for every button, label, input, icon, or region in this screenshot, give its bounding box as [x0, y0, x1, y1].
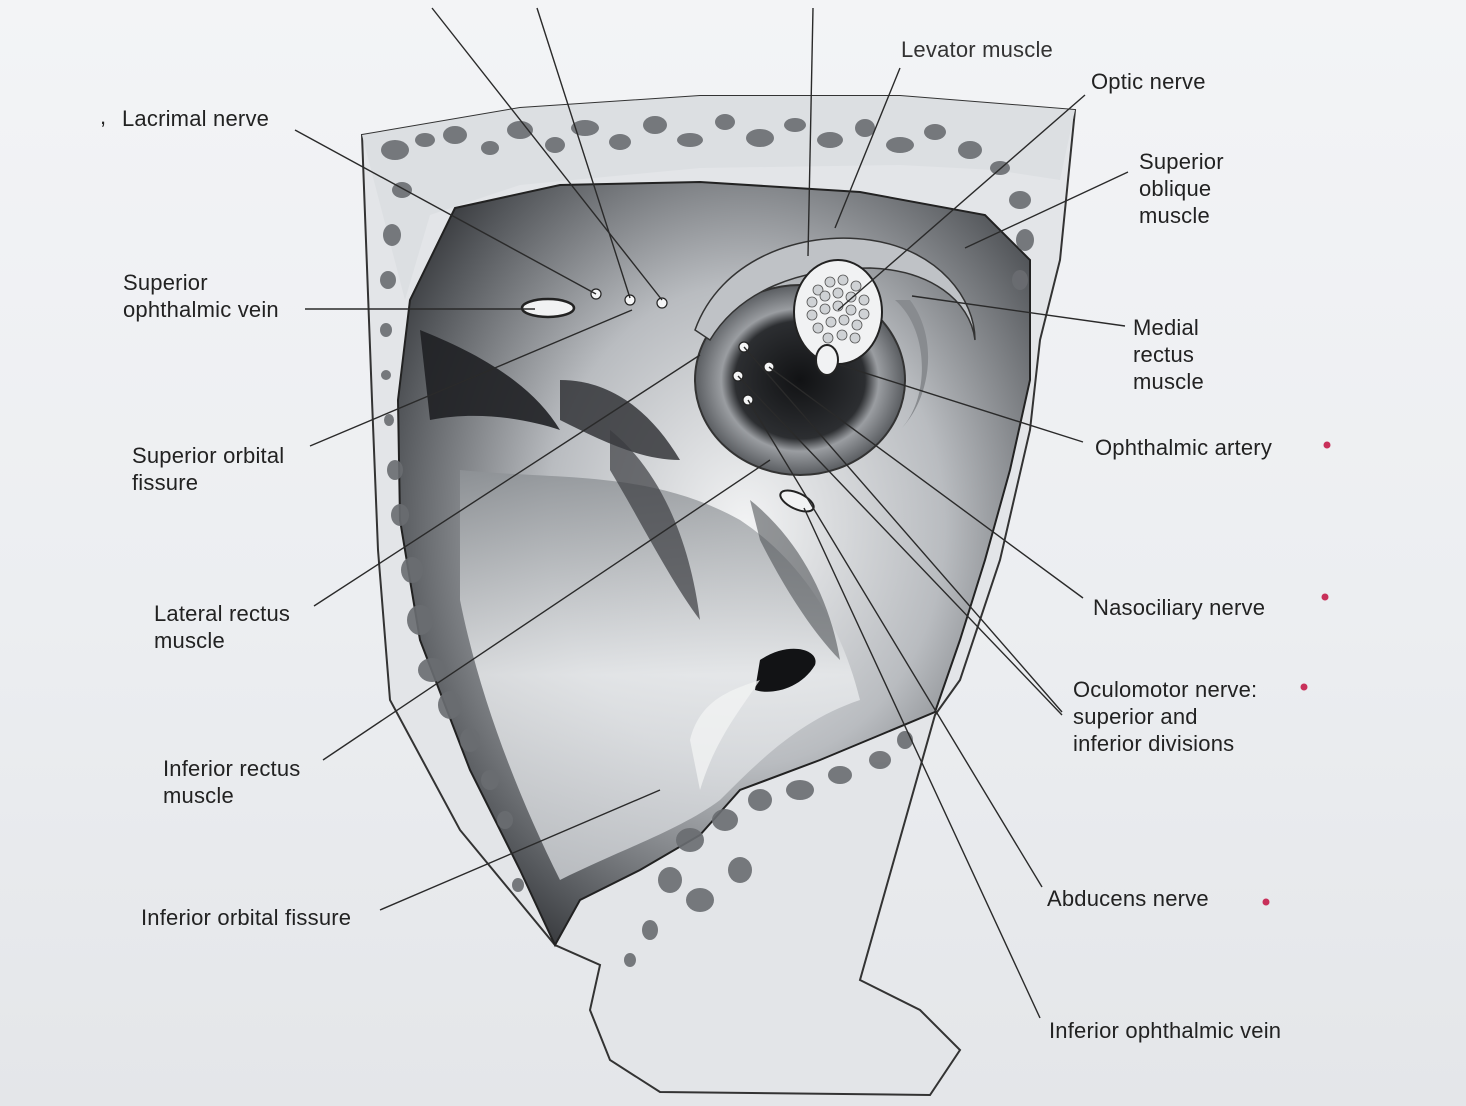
comma-mark: , — [100, 104, 106, 130]
label-ophthalmic-artery: Ophthalmic artery — [1095, 434, 1272, 461]
label-optic-nerve: Optic nerve — [1091, 68, 1206, 95]
label-nasociliary-nerve: Nasociliary nerve — [1093, 594, 1265, 621]
label-superior-ophthalmic-vein: Superior ophthalmic vein — [123, 269, 279, 323]
label-superior-oblique-muscle: Superior oblique muscle — [1139, 148, 1224, 229]
label-lateral-rectus-muscle: Lateral rectus muscle — [154, 600, 290, 654]
label-inferior-ophthalmic-vein: Inferior ophthalmic vein — [1049, 1017, 1281, 1044]
label-oculomotor-nerve: Oculomotor nerve: superior and inferior … — [1073, 676, 1257, 757]
label-inferior-orbital-fissure: Inferior orbital fissure — [141, 904, 351, 931]
label-levator-muscle: Levator muscle — [901, 36, 1053, 63]
label-inferior-rectus-muscle: Inferior rectus muscle — [163, 755, 301, 809]
label-lacrimal-nerve: Lacrimal nerve — [122, 105, 269, 132]
label-medial-rectus-muscle: Medial rectus muscle — [1133, 314, 1204, 395]
label-superior-orbital-fissure: Superior orbital fissure — [132, 442, 284, 496]
label-abducens-nerve: Abducens nerve — [1047, 885, 1209, 912]
